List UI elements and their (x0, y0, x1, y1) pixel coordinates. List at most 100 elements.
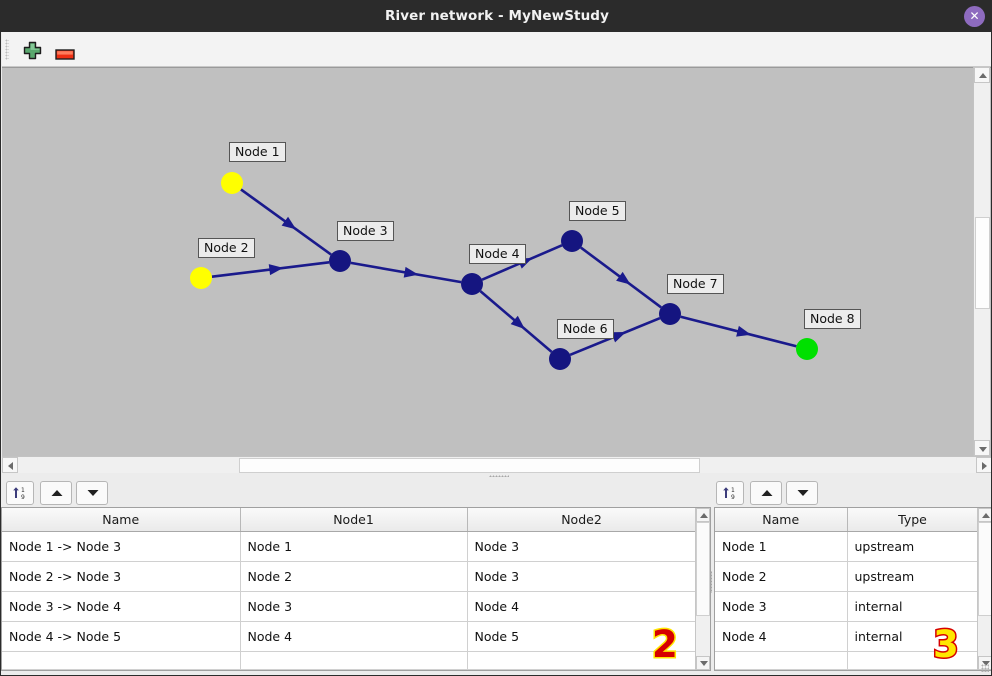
graph-node-label-n3[interactable]: Node 3 (337, 221, 394, 241)
graph-node-label-n8[interactable]: Node 8 (804, 309, 861, 329)
table-cell[interactable]: Node 2 (240, 561, 468, 592)
table-cell[interactable]: Node 1 (715, 531, 848, 562)
table-cell-empty[interactable] (847, 651, 978, 670)
graph-node-label-n2[interactable]: Node 2 (198, 238, 255, 258)
close-button[interactable]: ✕ (964, 6, 985, 27)
graph-vertical-scrollbar[interactable] (973, 67, 990, 456)
reaches-sort-button[interactable]: 1 9 (6, 481, 34, 505)
graph-node-label-n6[interactable]: Node 6 (557, 319, 614, 339)
graph-node-n8[interactable] (796, 338, 818, 360)
graph-hscroll-thumb[interactable] (239, 458, 700, 473)
resize-grip-icon[interactable] (981, 664, 989, 672)
table-cell[interactable]: Node 3 (240, 591, 468, 622)
network-graph-panel[interactable]: Node 1 Node 2 Node 3 Node 4 Node 5 Node 6 Node… (2, 67, 991, 456)
table-cell-empty[interactable] (715, 651, 848, 670)
graph-vscroll-thumb[interactable] (975, 217, 990, 309)
graph-scroll-down-button[interactable] (974, 440, 990, 456)
table-cell[interactable]: Node 4 (715, 621, 848, 652)
nodes-vscroll-thumb[interactable] (978, 522, 991, 616)
chevron-down-icon (982, 661, 990, 666)
table-row-empty[interactable] (715, 651, 978, 670)
column-header-node2[interactable]: Node2 (467, 508, 696, 532)
column-header-node1[interactable]: Node1 (240, 508, 468, 532)
table-cell[interactable]: internal (847, 591, 978, 622)
table-cell[interactable]: internal (847, 621, 978, 652)
table-cell[interactable]: Node 3 -> Node 4 (2, 591, 241, 622)
table-cell[interactable]: Node 3 (715, 591, 848, 622)
table-row-empty[interactable] (2, 651, 696, 670)
graph-node-label-n4[interactable]: Node 4 (469, 244, 526, 264)
svg-text:1: 1 (21, 487, 25, 494)
nodes-toolbar: 1 9 (716, 481, 826, 507)
table-cell-empty[interactable] (240, 651, 468, 670)
reaches-vertical-scrollbar[interactable] (695, 508, 710, 670)
table-cell-empty[interactable] (2, 651, 241, 670)
table-cell[interactable]: Node 4 -> Node 5 (2, 621, 241, 652)
edge-arrow-icon (736, 325, 752, 337)
add-node-button[interactable] (23, 41, 42, 60)
remove-node-button[interactable] (55, 45, 75, 60)
reaches-scroll-down-button[interactable] (696, 656, 710, 670)
graph-node-n2[interactable] (190, 267, 212, 289)
nodes-sort-button[interactable]: 1 9 (716, 481, 744, 505)
column-header-name[interactable]: Name (2, 508, 241, 532)
table-cell[interactable]: Node 5 (467, 621, 696, 652)
reaches-scroll-up-button[interactable] (696, 508, 710, 522)
nodes-vertical-scrollbar[interactable] (977, 508, 991, 670)
network-graph-canvas[interactable] (2, 68, 968, 456)
table-cell[interactable]: upstream (847, 531, 978, 562)
chevron-up-icon (979, 73, 987, 78)
table-cell[interactable]: Node 3 (467, 531, 696, 562)
column-header-name[interactable]: Name (715, 508, 848, 532)
graph-node-label-n1[interactable]: Node 1 (229, 142, 286, 162)
table-cell-empty[interactable] (467, 651, 696, 670)
table-cell[interactable]: Node 1 -> Node 3 (2, 531, 241, 562)
graph-node-label-n5[interactable]: Node 5 (569, 201, 626, 221)
table-cell[interactable]: Node 4 (240, 621, 468, 652)
nodes-move-up-button[interactable] (750, 481, 782, 505)
graph-scroll-left-button[interactable] (2, 457, 18, 473)
edge-arrow-icon (403, 266, 419, 278)
reaches-vscroll-thumb[interactable] (696, 522, 710, 616)
annotation-2: 2 (651, 623, 680, 666)
splitter-grip-icon (710, 571, 712, 593)
table-cell[interactable]: Node 3 (467, 561, 696, 592)
nodes-scroll-up-button[interactable] (978, 508, 991, 522)
graph-node-n7[interactable] (659, 303, 681, 325)
arrow-down-icon (797, 490, 809, 496)
table-cell[interactable]: upstream (847, 561, 978, 592)
toolbar-grip[interactable] (5, 39, 9, 60)
nodes-move-down-button[interactable] (786, 481, 818, 505)
table-cell[interactable]: Node 1 (240, 531, 468, 562)
graph-nodes[interactable] (190, 172, 818, 370)
graph-node-label-n7[interactable]: Node 7 (667, 274, 724, 294)
graph-node-n4[interactable] (461, 273, 483, 295)
graph-scroll-up-button[interactable] (974, 67, 990, 83)
column-header-type[interactable]: Type (847, 508, 978, 532)
table-cell[interactable]: Node 4 (467, 591, 696, 622)
graph-horizontal-scrollbar[interactable] (2, 456, 991, 473)
table-cell[interactable]: Node 2 -> Node 3 (2, 561, 241, 592)
graph-scroll-right-button[interactable] (976, 457, 991, 473)
reaches-move-down-button[interactable] (76, 481, 108, 505)
horizontal-splitter[interactable] (2, 473, 991, 479)
table-cell[interactable]: Node 2 (715, 561, 848, 592)
graph-node-n6[interactable] (549, 348, 571, 370)
vertical-splitter[interactable] (708, 509, 714, 669)
graph-node-n1[interactable] (221, 172, 243, 194)
graph-node-n3[interactable] (329, 250, 351, 272)
reaches-move-up-button[interactable] (40, 481, 72, 505)
graph-node-n5[interactable] (561, 230, 583, 252)
